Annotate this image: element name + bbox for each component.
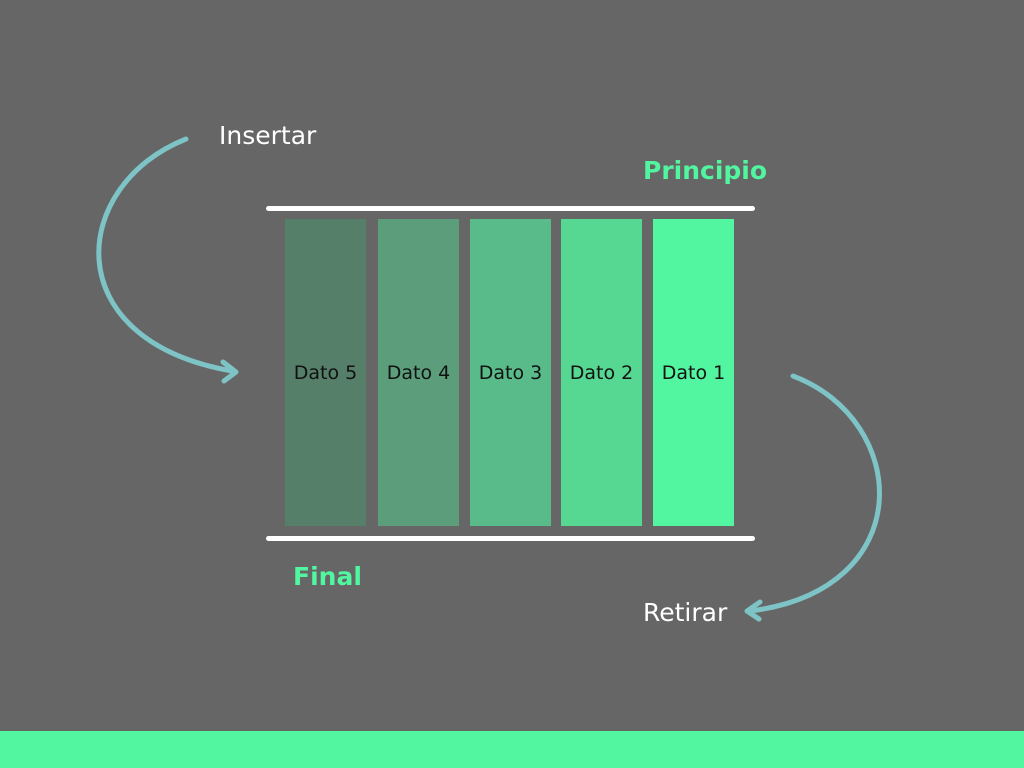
footer-bar [0, 731, 1024, 768]
queue-slot: Dato 2 [561, 219, 642, 526]
remove-label: Retirar [643, 598, 728, 627]
slot-label: Dato 4 [386, 361, 451, 384]
front-label: Principio [643, 156, 768, 185]
insert-label: Insertar [219, 121, 317, 150]
slot-label: Dato 5 [293, 361, 358, 384]
bottom-rail [266, 536, 755, 541]
rear-label: Final [293, 562, 362, 591]
queue-slot: Dato 1 [653, 219, 734, 526]
slot-label: Dato 2 [569, 361, 634, 384]
slot-label: Dato 3 [478, 361, 543, 384]
slot-label: Dato 1 [661, 361, 726, 384]
queue-slot: Dato 4 [378, 219, 459, 526]
remove-arrow [744, 373, 882, 622]
top-rail [266, 206, 755, 211]
insert-arrow [96, 136, 239, 384]
queue-slot: Dato 3 [470, 219, 551, 526]
queue-slot: Dato 5 [285, 219, 366, 526]
